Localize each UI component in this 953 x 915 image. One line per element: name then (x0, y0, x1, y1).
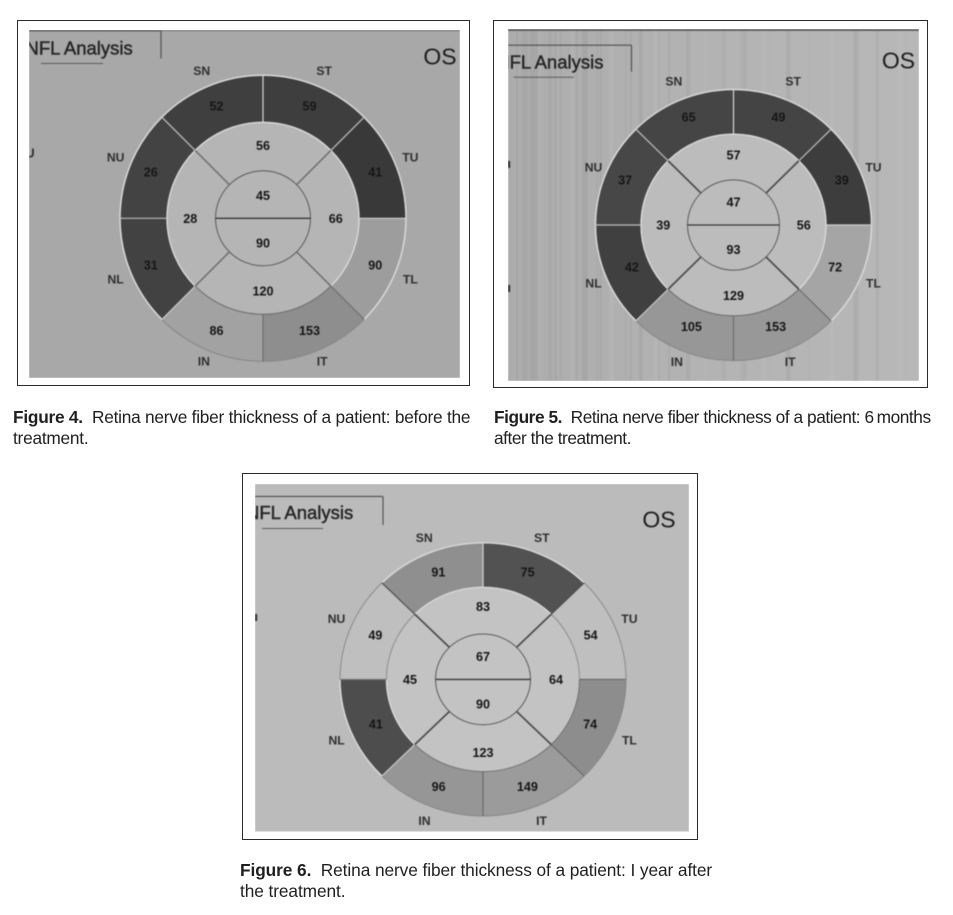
svg-text:NFL Analysis: NFL Analysis (29, 37, 133, 58)
svg-text:TL: TL (622, 733, 637, 747)
svg-text:57: 57 (726, 148, 740, 162)
svg-text:IT: IT (317, 354, 328, 368)
svg-text:90: 90 (256, 236, 270, 250)
svg-text:54: 54 (584, 628, 598, 642)
svg-text:OS: OS (881, 48, 914, 74)
svg-text:IT: IT (536, 814, 547, 828)
svg-text:93: 93 (726, 243, 740, 257)
svg-text:49: 49 (368, 628, 382, 642)
svg-text:IN: IN (198, 354, 210, 368)
svg-text:47: 47 (726, 196, 740, 210)
svg-text:TL: TL (403, 272, 418, 286)
svg-text:TU: TU (865, 160, 881, 174)
svg-text:153: 153 (765, 320, 786, 334)
svg-text:123: 123 (472, 746, 493, 760)
svg-text:SN: SN (665, 74, 682, 88)
svg-text:26: 26 (144, 165, 158, 179)
svg-text:41: 41 (369, 717, 383, 731)
svg-text:42: 42 (624, 261, 638, 275)
svg-text:ST: ST (534, 531, 550, 545)
svg-text:153: 153 (299, 324, 320, 338)
svg-text:OS: OS (642, 507, 675, 533)
svg-text:59: 59 (302, 99, 316, 113)
svg-text:64: 64 (549, 673, 563, 687)
svg-text:120: 120 (252, 284, 273, 298)
svg-text:NU: NU (584, 160, 602, 174)
svg-text:NL: NL (328, 733, 345, 747)
svg-text:67: 67 (476, 650, 490, 664)
svg-text:75: 75 (521, 565, 535, 579)
svg-text:49: 49 (771, 110, 785, 124)
svg-text:52: 52 (209, 99, 223, 113)
svg-text:72: 72 (828, 261, 842, 275)
svg-text:96: 96 (432, 780, 446, 794)
svg-text:90: 90 (368, 258, 382, 272)
svg-text:56: 56 (796, 219, 810, 233)
svg-text:90: 90 (476, 698, 490, 712)
svg-text:31: 31 (144, 258, 158, 272)
svg-text:149: 149 (517, 780, 538, 794)
svg-text:NU: NU (328, 612, 346, 626)
svg-text:TU: TU (621, 612, 637, 626)
svg-text:U: U (29, 146, 35, 160)
svg-text:ST: ST (316, 63, 332, 77)
svg-text:45: 45 (403, 673, 417, 687)
svg-text:NU: NU (107, 150, 125, 164)
svg-text:129: 129 (722, 289, 743, 303)
svg-text:SN: SN (193, 63, 210, 77)
svg-text:TL: TL (866, 276, 881, 290)
svg-text:39: 39 (834, 174, 848, 188)
svg-text:39: 39 (656, 219, 670, 233)
svg-text:NFL Analysis: NFL Analysis (508, 51, 603, 72)
svg-text:NFL Analysis: NFL Analysis (255, 502, 353, 523)
svg-text:83: 83 (476, 600, 490, 614)
svg-text:IT: IT (784, 355, 795, 369)
svg-text:OS: OS (423, 43, 456, 69)
svg-text:IN: IN (670, 355, 682, 369)
svg-text:41: 41 (368, 165, 382, 179)
svg-text:NL: NL (585, 276, 602, 290)
svg-text:SN: SN (416, 531, 433, 545)
svg-text:86: 86 (209, 324, 223, 338)
svg-text:56: 56 (256, 139, 270, 153)
svg-text:37: 37 (618, 174, 632, 188)
svg-text:105: 105 (680, 320, 701, 334)
svg-text:28: 28 (183, 211, 197, 225)
svg-text:65: 65 (681, 110, 695, 124)
svg-text:IN: IN (418, 814, 430, 828)
svg-text:NL: NL (108, 272, 125, 286)
svg-text:74: 74 (583, 717, 597, 731)
svg-text:ST: ST (785, 74, 801, 88)
svg-text:TU: TU (402, 150, 418, 164)
svg-text:91: 91 (431, 565, 445, 579)
svg-text:66: 66 (329, 211, 343, 225)
svg-text:45: 45 (256, 188, 270, 202)
